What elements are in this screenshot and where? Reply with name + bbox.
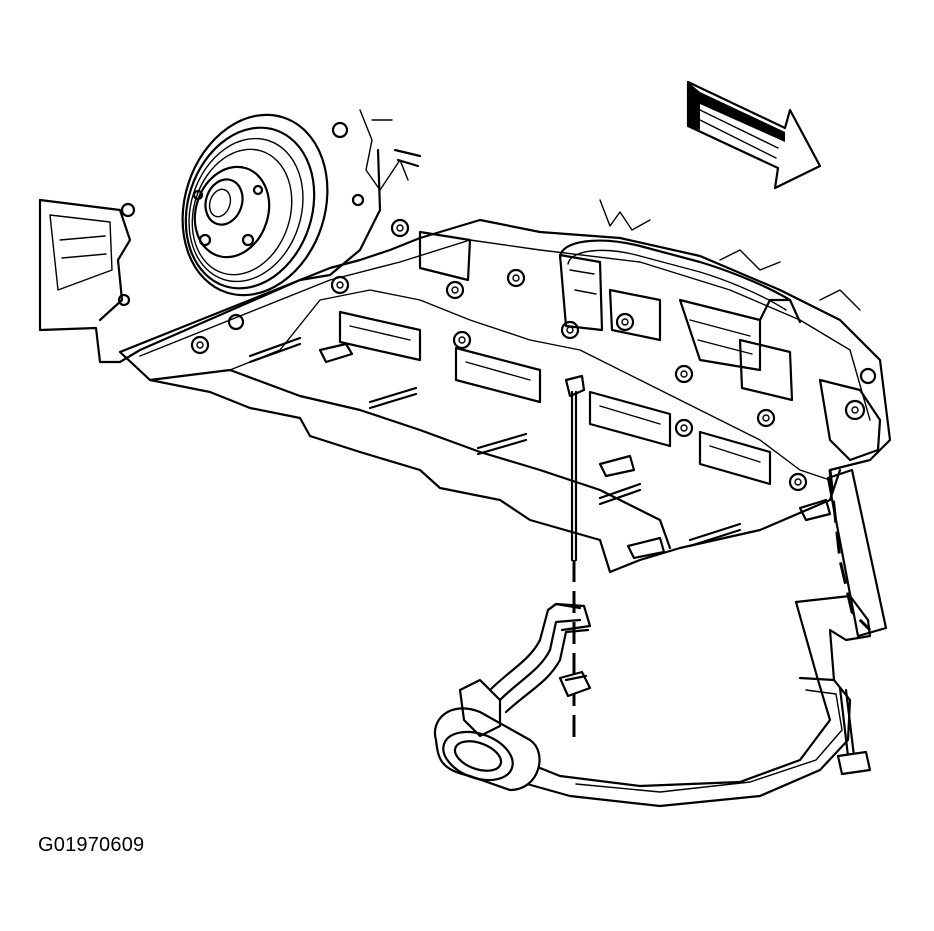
direction-arrow-icon (686, 80, 822, 190)
oil-pan-assembly (38, 109, 892, 574)
oil-level-sensor-harness (433, 594, 872, 808)
drain-bolt (564, 374, 586, 740)
install-guide-line (826, 468, 888, 638)
figure-code: G01970609 (38, 834, 145, 856)
crankshaft-pulley (181, 113, 329, 297)
